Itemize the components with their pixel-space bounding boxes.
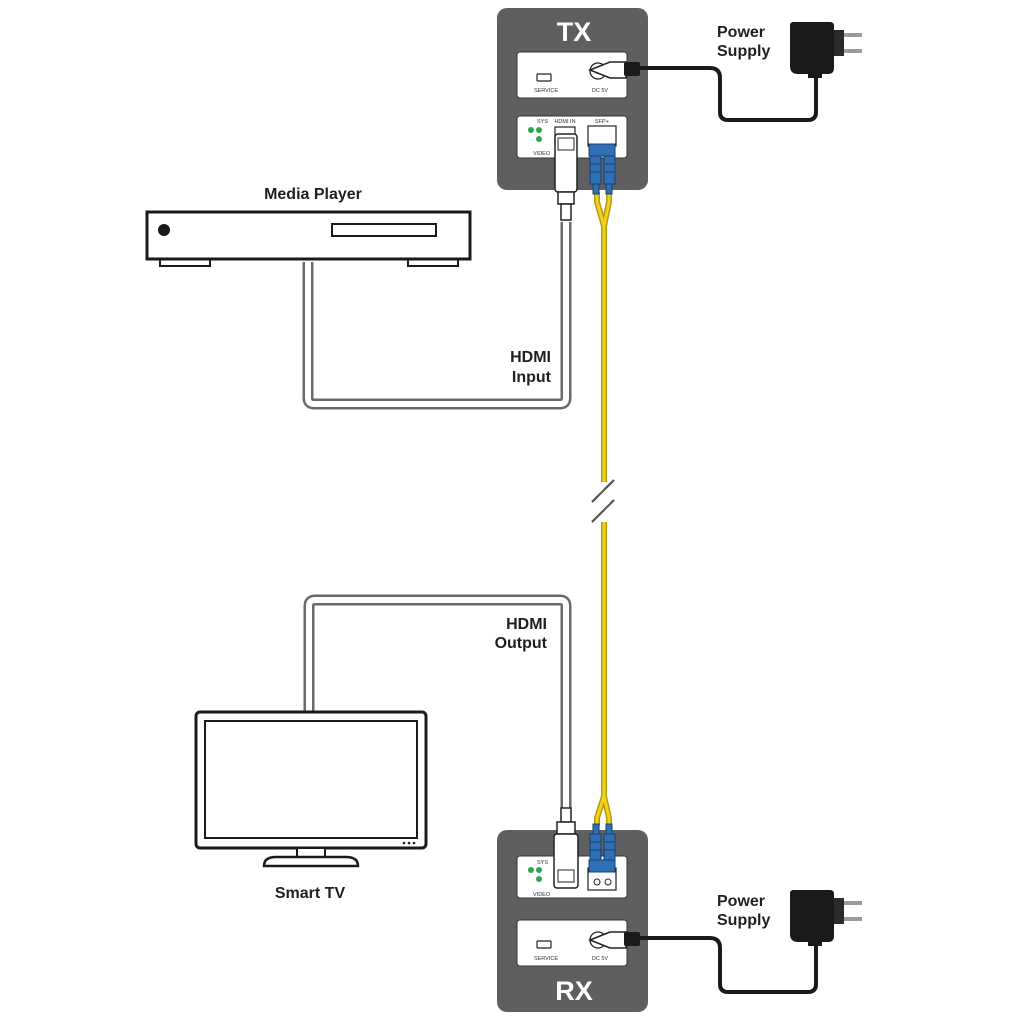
hdmi-output-cable xyxy=(303,594,572,812)
hdmi-input-label-2: Input xyxy=(512,369,552,386)
cable-break-mark xyxy=(591,479,615,523)
fiber-cable xyxy=(594,192,612,826)
link-led-icon xyxy=(536,867,542,873)
rx-hdmi-connector xyxy=(553,807,579,889)
sfp-port-icon xyxy=(587,125,617,147)
power-adapter-top-icon xyxy=(790,22,862,78)
power-supply-label-top-2: Supply xyxy=(717,43,770,60)
power-cable-top xyxy=(640,66,818,122)
tx-sfp-label: SFP+ xyxy=(595,119,609,125)
power-supply-label-bottom: Power xyxy=(717,893,765,910)
hdmi-output-label-2: Output xyxy=(495,635,548,652)
rx-dc-label: DC 5V xyxy=(592,956,609,962)
video-led-icon xyxy=(536,136,542,142)
rx-video-label: VIDEO xyxy=(533,892,551,898)
rx-title: RX xyxy=(555,976,593,1006)
rx-lc-connector xyxy=(588,823,616,873)
tx-dc-label: DC 5V xyxy=(592,88,609,94)
tx-hdmi-connector xyxy=(554,133,578,221)
media-player-icon xyxy=(145,210,472,267)
service-port-icon xyxy=(536,73,552,82)
smart-tv-icon xyxy=(194,710,428,868)
power-supply-label-top: Power xyxy=(717,24,765,41)
rx-sys-label: SYS xyxy=(537,860,548,866)
hdmi-output-label: HDMI xyxy=(506,616,547,633)
rx-service-label: SERVICE xyxy=(534,956,558,962)
tx-lc-connector xyxy=(588,143,616,195)
tx-service-label: SERVICE xyxy=(534,88,558,94)
power-supply-label-bottom-2: Supply xyxy=(717,912,770,929)
service-port-icon xyxy=(536,940,552,949)
link-led-icon xyxy=(536,127,542,133)
media-player-label: Media Player xyxy=(264,186,362,203)
smart-tv-label: Smart TV xyxy=(275,885,346,902)
video-led-icon xyxy=(536,876,542,882)
power-adapter-bottom-icon xyxy=(790,890,862,946)
sys-led-icon xyxy=(528,867,534,873)
sys-led-icon xyxy=(528,127,534,133)
tx-sys-label: SYS xyxy=(537,119,548,125)
hdmi-input-cable xyxy=(302,222,572,410)
tx-title: TX xyxy=(557,17,592,47)
tx-hdmi-in-label: HDMI IN xyxy=(554,119,575,125)
hdmi-input-label: HDMI xyxy=(510,349,551,366)
dc-plug-bottom xyxy=(587,931,640,949)
power-cable-bottom xyxy=(640,936,818,994)
dc-plug-top xyxy=(587,61,640,79)
tx-video-label: VIDEO xyxy=(533,151,551,157)
